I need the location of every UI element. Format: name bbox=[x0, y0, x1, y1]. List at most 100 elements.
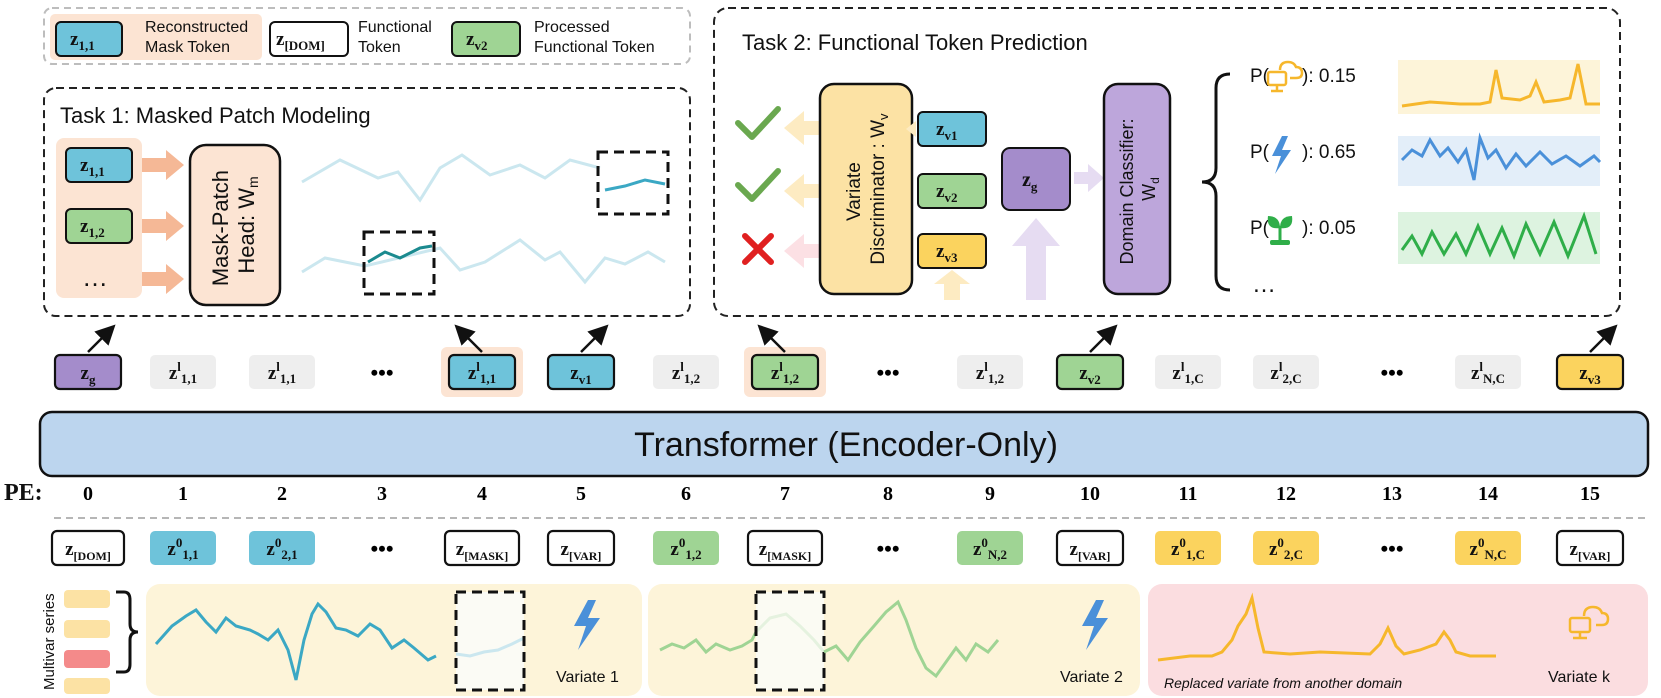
svg-text:z02,1: z02,1 bbox=[266, 535, 297, 562]
task2-token-v1: zv1 bbox=[917, 111, 987, 147]
svg-text:z0N,C: z0N,C bbox=[1470, 535, 1507, 562]
pe-index-8: 8 bbox=[883, 483, 893, 505]
domain-series-3 bbox=[1400, 211, 1598, 261]
svg-text:•••: ••• bbox=[1380, 536, 1403, 561]
output-token-1: zl1,1 bbox=[150, 355, 216, 389]
svg-text:zl1,2: zl1,2 bbox=[771, 359, 799, 386]
pe-index-5: 5 bbox=[576, 483, 586, 505]
svg-text:z01,2: z01,2 bbox=[670, 535, 701, 562]
svg-text:z01,C: z01,C bbox=[1171, 535, 1205, 562]
domain-series-2 bbox=[1400, 132, 1602, 181]
legend-label-reconstructed-1: Reconstructed bbox=[145, 19, 248, 36]
svg-text:•••: ••• bbox=[876, 536, 899, 561]
variate1-masked-series bbox=[455, 636, 525, 658]
svg-text:•••: ••• bbox=[370, 536, 393, 561]
input-token-15: z[VAR] bbox=[1555, 529, 1625, 567]
lightning-icon bbox=[1272, 136, 1291, 174]
variate2-lightning-icon bbox=[1082, 600, 1108, 650]
mask-patch-head: Mask-Patch Head: Wm bbox=[188, 143, 282, 307]
task1-input-token-1: z1,1 bbox=[65, 147, 133, 183]
input-token-8: ••• bbox=[876, 536, 899, 561]
prob-suffix-3: ): 0.05 bbox=[1302, 218, 1356, 239]
svg-text:z1,1: z1,1 bbox=[70, 29, 95, 53]
svg-text:zv2: zv2 bbox=[936, 181, 957, 205]
pe-index-1: 1 bbox=[178, 483, 188, 505]
input-token-2: z02,1 bbox=[249, 531, 315, 565]
svg-text:z[DOM]: z[DOM] bbox=[65, 539, 111, 563]
variatek-cloud-computer-icon bbox=[1568, 605, 1610, 640]
input-token-6: z01,2 bbox=[653, 531, 719, 565]
prob-prefix-2: P( bbox=[1250, 142, 1270, 163]
multivar-label: Multivar series bbox=[41, 593, 58, 690]
prob-prefix-3: P( bbox=[1250, 218, 1270, 239]
svg-text:zv2: zv2 bbox=[1079, 363, 1100, 387]
cross-icon bbox=[742, 233, 774, 265]
task1-series-bottom-recon bbox=[367, 244, 433, 264]
svg-text:z[VAR]: z[VAR] bbox=[561, 539, 602, 563]
task2-token-v2: zv2 bbox=[917, 173, 987, 209]
v3-up-arrow bbox=[934, 270, 970, 300]
pe-index-13: 13 bbox=[1382, 483, 1402, 505]
variate2-mask-fill bbox=[756, 592, 824, 690]
svg-text:z1,1: z1,1 bbox=[80, 155, 105, 179]
input-token-11: z01,C bbox=[1155, 531, 1221, 565]
legend-token-reconstructed: z1,1 bbox=[55, 21, 123, 57]
pe-index-14: 14 bbox=[1478, 483, 1498, 505]
variate2-label: Variate 2 bbox=[1060, 669, 1123, 686]
legend-token-functional: z[DOM] bbox=[269, 21, 349, 57]
output-token-9: zl1,2 bbox=[957, 355, 1023, 389]
svg-text:zg: zg bbox=[1022, 169, 1038, 194]
output-token-0: zg bbox=[53, 353, 123, 391]
prob-suffix-1: ): 0.15 bbox=[1302, 66, 1356, 87]
svg-text:•••: ••• bbox=[370, 360, 393, 385]
svg-text:z01,1: z01,1 bbox=[167, 535, 198, 562]
prob-prefix-1: P( bbox=[1250, 66, 1270, 87]
domain-classifier: Domain Classifier: Wd bbox=[1102, 82, 1172, 296]
task1-input-token-2: z1,2 bbox=[65, 208, 133, 244]
discriminator-out-arrows bbox=[784, 111, 820, 268]
legend-label-processed-1: Processed bbox=[534, 19, 610, 36]
output-token-10: zv2 bbox=[1055, 353, 1125, 391]
svg-text:•••: ••• bbox=[876, 360, 899, 385]
task2-token-v3: zv3 bbox=[917, 233, 987, 269]
svg-text:Mask-Patch Head: Wm: Mask-Patch Head: Wm bbox=[208, 164, 261, 286]
output-token-3: ••• bbox=[370, 360, 393, 385]
svg-text:z[MASK]: z[MASK] bbox=[759, 539, 811, 563]
svg-text:z[VAR]: z[VAR] bbox=[1070, 539, 1111, 563]
domain-series-1 bbox=[1401, 63, 1600, 108]
plant-icon bbox=[1267, 216, 1293, 245]
svg-text:Domain Classifier: Wd: Domain Classifier: Wd bbox=[1117, 113, 1162, 264]
svg-text:zv3: zv3 bbox=[1579, 363, 1601, 387]
pe-index-11: 11 bbox=[1179, 483, 1198, 505]
output-token-13: ••• bbox=[1380, 360, 1403, 385]
output-arrow-5 bbox=[580, 324, 609, 353]
task1-title: Task 1: Masked Patch Modeling bbox=[60, 103, 371, 128]
variatek-caption: Replaced variate from another domain bbox=[1164, 675, 1402, 691]
variate2-series bbox=[659, 631, 758, 655]
token-to-discriminator-arrows bbox=[906, 121, 916, 137]
output-token-2: zl1,1 bbox=[249, 355, 315, 389]
pe-index-0: 0 bbox=[83, 483, 93, 505]
input-token-10: z[VAR] bbox=[1055, 529, 1125, 567]
pe-index-4: 4 bbox=[477, 483, 487, 505]
pe-index-7: 7 bbox=[780, 483, 790, 505]
legend-label-processed-2: Functional Token bbox=[534, 39, 655, 56]
variate-discriminator: Variate Discriminator : Wv bbox=[818, 82, 914, 296]
legend-label-reconstructed-2: Mask Token bbox=[145, 39, 230, 56]
svg-text:zl1,2: zl1,2 bbox=[976, 359, 1004, 386]
svg-text:z[MASK]: z[MASK] bbox=[456, 539, 508, 563]
svg-text:zl1,1: zl1,1 bbox=[268, 359, 296, 386]
check-icon-2 bbox=[735, 168, 781, 202]
input-token-13: ••• bbox=[1380, 536, 1403, 561]
pe-index-12: 12 bbox=[1276, 483, 1296, 505]
output-token-4: zl1,1 bbox=[441, 347, 523, 397]
pe-index-10: 10 bbox=[1080, 483, 1100, 505]
svg-text:zv3: zv3 bbox=[936, 241, 958, 265]
input-token-5: z[VAR] bbox=[546, 529, 616, 567]
variatek-label: Variate k bbox=[1548, 669, 1611, 686]
transformer-block bbox=[38, 410, 1650, 478]
output-token-6: zl1,2 bbox=[653, 355, 719, 389]
variate1-mask-fill bbox=[456, 592, 524, 690]
task1-mask-box-top bbox=[596, 150, 670, 216]
variate1-label: Variate 1 bbox=[556, 669, 619, 686]
